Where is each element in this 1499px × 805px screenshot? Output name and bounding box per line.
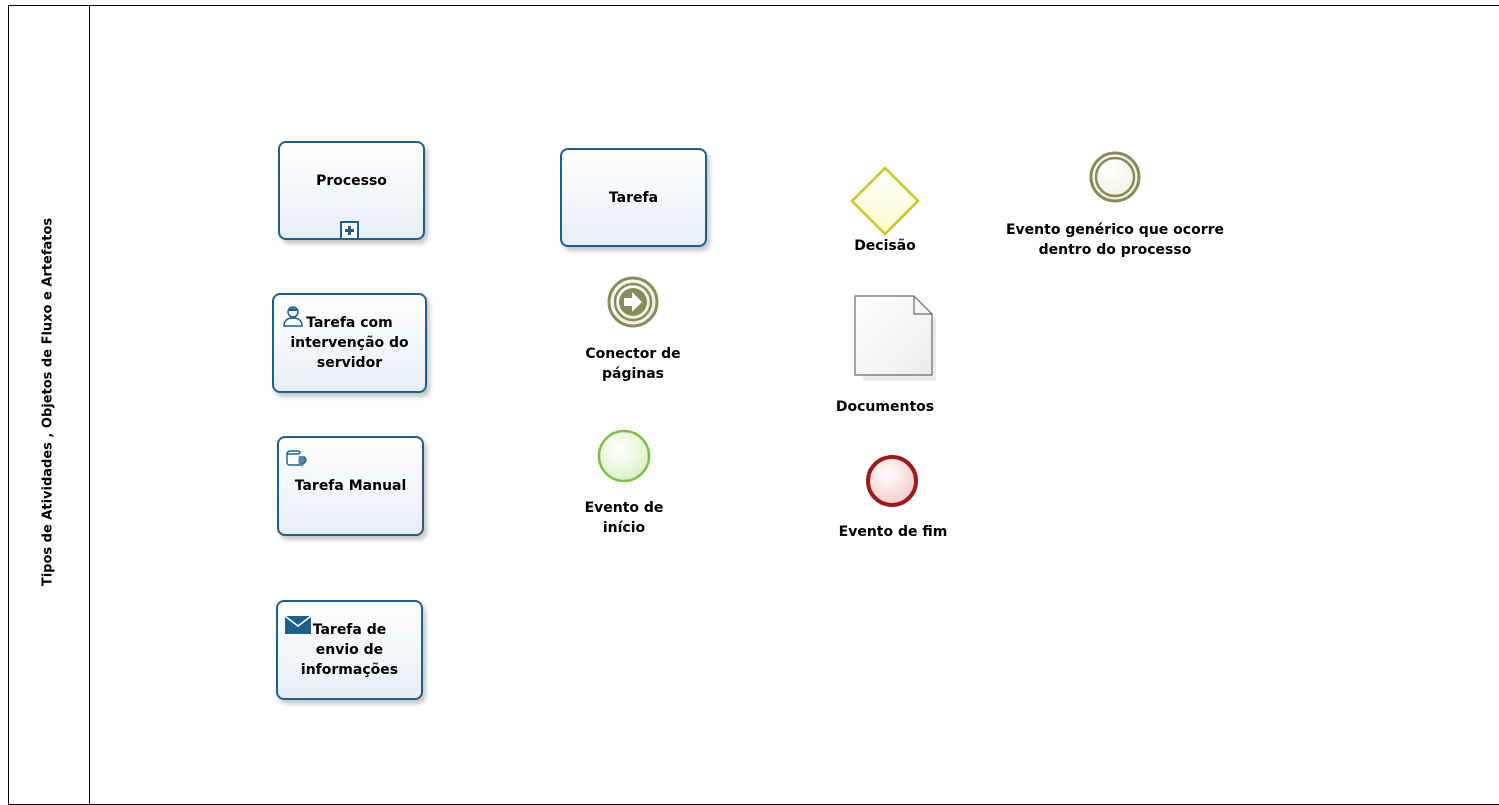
task-envio[interactable]: Tarefa de envio de informações xyxy=(276,600,423,700)
intermediate-event-label: Evento genérico que ocorre dentro do pro… xyxy=(1005,222,1225,258)
task-servidor-label: Tarefa com intervenção do servidor xyxy=(290,315,409,371)
end-event-label: Evento de fim xyxy=(838,524,948,540)
arrow-right-icon xyxy=(624,292,642,312)
decision-label: Decisão xyxy=(854,238,916,254)
task-envio-label: Tarefa de envio de informações xyxy=(300,622,399,678)
task-tarefa-label: Tarefa xyxy=(608,189,659,206)
intermediate-event[interactable] xyxy=(1085,146,1145,206)
task-manual[interactable]: Tarefa Manual xyxy=(277,436,424,536)
plus-square-icon xyxy=(340,221,359,240)
envelope-icon xyxy=(285,616,311,634)
pool-title: Tipos de Atividades , Objetos de Fluxo e… xyxy=(40,217,56,587)
pool xyxy=(8,5,1499,805)
document-artifact[interactable] xyxy=(852,294,936,386)
task-processo-label: Processo xyxy=(316,172,387,189)
user-icon xyxy=(283,306,303,327)
pool-header xyxy=(8,5,90,805)
start-event-label: Evento de início xyxy=(584,500,664,536)
hand-icon xyxy=(286,450,307,466)
start-event[interactable] xyxy=(594,426,654,486)
task-processo[interactable]: Processo xyxy=(278,141,425,240)
conector-label: Conector de páginas xyxy=(585,346,681,382)
decision-gateway[interactable] xyxy=(848,166,922,240)
task-tarefa[interactable]: Tarefa xyxy=(560,148,707,247)
end-event[interactable] xyxy=(862,450,922,510)
conector-event[interactable] xyxy=(603,273,663,333)
documents-label: Documentos xyxy=(835,399,935,415)
task-manual-label: Tarefa Manual xyxy=(294,478,407,494)
task-servidor[interactable]: Tarefa com intervenção do servidor xyxy=(272,293,427,393)
